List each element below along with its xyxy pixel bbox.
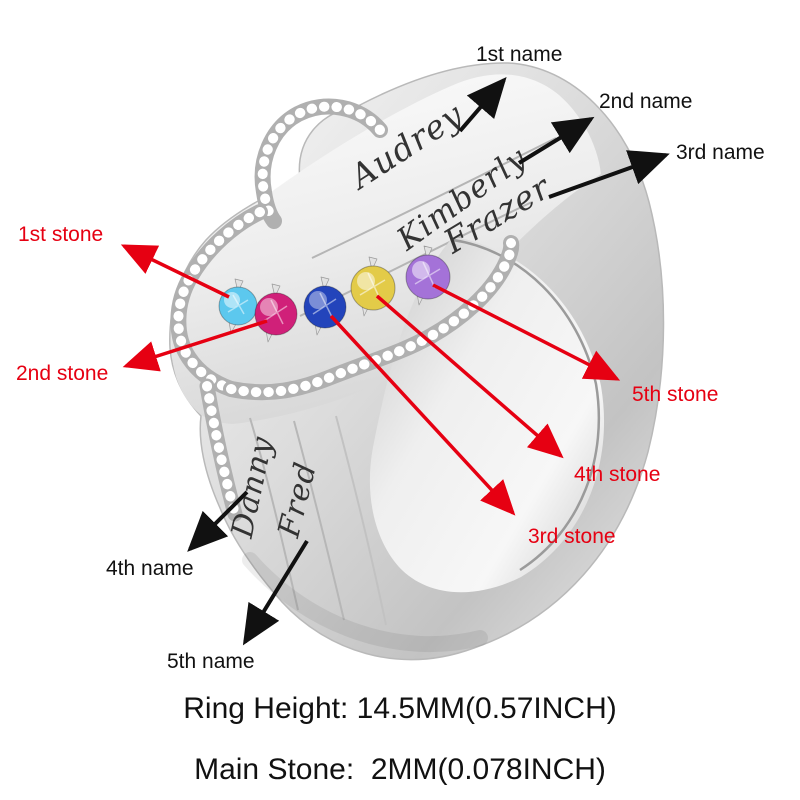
label-3rd-name: 3rd name	[676, 141, 765, 164]
label-2nd-name: 2nd name	[599, 90, 693, 113]
spec-main-stone: Main Stone: 2MM(0.078INCH)	[194, 753, 606, 786]
arrow-4th-stone	[375, 294, 564, 459]
arrow-2nd-stone	[122, 319, 268, 372]
stone-4	[350, 256, 396, 317]
pave-heart-left-edge	[170, 204, 268, 397]
shank-shadow	[242, 552, 488, 652]
arrow-1st-stone	[120, 244, 230, 299]
label-4th-stone: 4th stone	[574, 463, 661, 486]
pave-side-strip	[199, 378, 243, 522]
spec-ring-height: Ring Height: 14.5MM(0.57INCH)	[183, 692, 617, 725]
label-1st-stone: 1st stone	[18, 223, 104, 246]
arrow-1st-name	[458, 76, 507, 133]
finger-hole	[369, 237, 605, 593]
arrow-5th-stone	[432, 283, 621, 381]
label-4th-name: 4th name	[106, 557, 194, 580]
ring-front-plate	[171, 74, 601, 424]
stone-3	[303, 276, 347, 336]
shank-groove-2	[293, 420, 345, 621]
label-5th-name: 5th name	[167, 650, 255, 673]
pave-heart-curl	[254, 98, 388, 229]
label-1st-name: 1st name	[476, 43, 563, 66]
arrow-3rd-name	[548, 150, 670, 199]
annotation-arrows	[120, 76, 670, 646]
arrow-3rd-stone	[329, 314, 516, 516]
arrow-5th-name	[242, 539, 309, 646]
shank-groove-1	[249, 417, 299, 611]
shank-groove-3	[335, 415, 387, 626]
label-3rd-stone: 3rd stone	[528, 525, 616, 548]
arrow-2nd-name	[517, 116, 595, 165]
label-5th-stone: 5th stone	[632, 383, 719, 406]
stone-2	[254, 283, 298, 343]
label-2nd-stone: 2nd stone	[16, 362, 109, 385]
birthstones	[218, 245, 451, 343]
arrow-4th-name	[187, 490, 249, 552]
ring-body	[169, 62, 665, 661]
plate-groove-1	[311, 137, 557, 259]
